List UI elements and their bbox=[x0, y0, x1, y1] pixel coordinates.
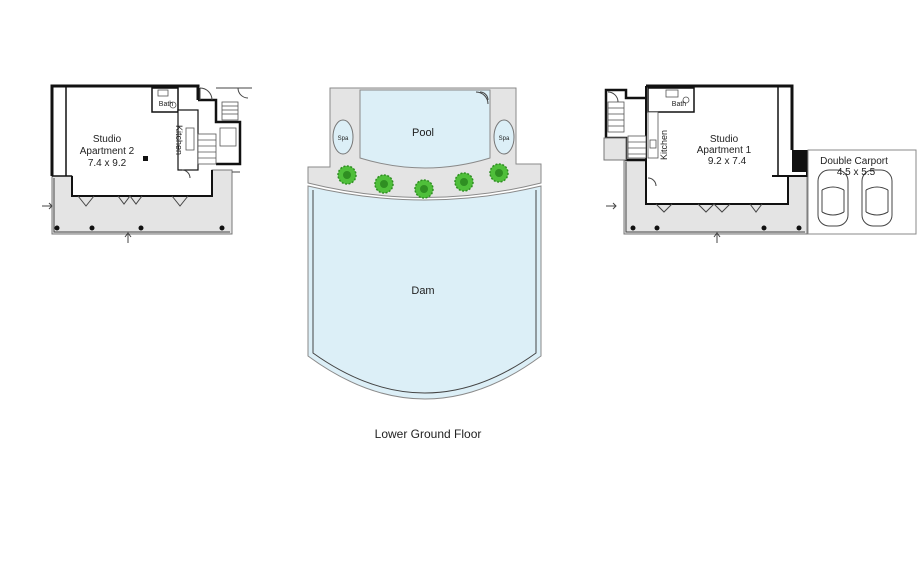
apartment-2-size: 7.4 x 9.2 bbox=[88, 158, 127, 169]
apartment-2-name-line2: Apartment 2 bbox=[80, 146, 135, 157]
apartment-1-posts bbox=[630, 225, 802, 231]
pool-area: Pool Spa Spa Dam bbox=[307, 87, 542, 400]
apartment-1-deck bbox=[623, 159, 808, 235]
spa-right-label: Spa bbox=[499, 136, 510, 142]
tree-icon bbox=[374, 174, 394, 194]
dam-label: Dam bbox=[411, 285, 434, 297]
apartment-1-bath-label: Bath bbox=[672, 101, 687, 108]
pool-label: Pool bbox=[412, 127, 434, 139]
apartment-2-name-line1: Studio bbox=[93, 134, 122, 145]
car-icon bbox=[817, 169, 849, 227]
spa-left bbox=[332, 119, 354, 155]
pool-water bbox=[359, 89, 491, 169]
apartment-2-posts bbox=[54, 225, 225, 231]
apartment-1-column bbox=[792, 150, 808, 172]
car-icon bbox=[861, 169, 893, 227]
tree-icon bbox=[337, 165, 357, 185]
double-carport: Double Carport 4.5 x 5.5 bbox=[807, 149, 917, 235]
tree-icon bbox=[454, 172, 474, 192]
apartment-2-bath-label: Bath bbox=[159, 101, 174, 108]
apartment-1-stairs bbox=[607, 101, 647, 159]
carport-size: 4.5 x 5.5 bbox=[837, 167, 876, 178]
apartment-1-size: 9.2 x 7.4 bbox=[708, 156, 747, 167]
tree-icon bbox=[489, 163, 509, 183]
apartment-1-kitchen-label: Kitchen bbox=[659, 130, 669, 160]
apartment-1-name-line2: Apartment 1 bbox=[697, 145, 752, 156]
apartment-1: Studio Apartment 1 9.2 x 7.4 Bath Kitche… bbox=[603, 84, 808, 243]
dam-water bbox=[307, 185, 542, 400]
apartment-2-kitchen-label: Kitchen bbox=[174, 125, 184, 155]
spa-right bbox=[493, 119, 515, 155]
garden-trees bbox=[337, 163, 509, 199]
apartment-2: Studio Apartment 2 7.4 x 9.2 Bath Kitche… bbox=[42, 84, 252, 243]
carport-name: Double Carport bbox=[820, 156, 888, 167]
apartment-1-name-line1: Studio bbox=[710, 134, 739, 145]
apartment-2-deck bbox=[51, 169, 233, 235]
spa-left-label: Spa bbox=[338, 136, 349, 142]
floor-title: Lower Ground Floor bbox=[375, 427, 482, 441]
apartment-2-stairs bbox=[197, 101, 239, 165]
tree-icon bbox=[414, 179, 434, 199]
